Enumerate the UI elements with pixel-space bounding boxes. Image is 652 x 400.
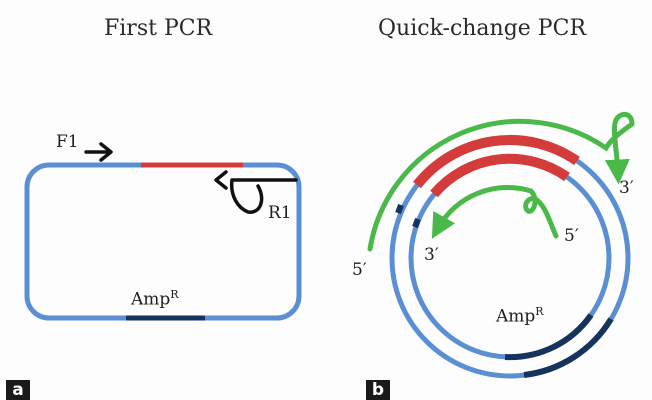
- inner-3-prime-label: 3′: [424, 245, 439, 265]
- outer-primer-arrow: [367, 112, 635, 252]
- ampr-label-b: AmpR: [496, 306, 544, 326]
- ampr-label-a: AmpR: [131, 289, 179, 309]
- ampr-name-b: Amp: [496, 306, 536, 327]
- inner-5-prime-label: 5′: [564, 226, 579, 246]
- outer-mark: [395, 203, 404, 215]
- panel-b-tag: b: [366, 380, 390, 400]
- outer-5-prime-label: 5′: [352, 260, 367, 280]
- panel-a-title: First PCR: [104, 16, 213, 41]
- ampr-name: Amp: [131, 289, 171, 310]
- panel-b-title: Quick-change PCR: [378, 16, 587, 41]
- panel-b-diagram: [367, 112, 635, 379]
- inner-mark: [412, 217, 421, 229]
- ampr-superscript-b: R: [535, 305, 544, 318]
- outer-ampr-region: [523, 317, 614, 378]
- inner-ampr-region: [504, 313, 594, 361]
- panel-a-tag: a: [6, 380, 30, 400]
- forward-primer-label: F1: [56, 132, 79, 152]
- reverse-primer-label: R1: [268, 203, 292, 223]
- outer-insert-region: [413, 134, 580, 189]
- inner-insert-region: [430, 153, 570, 198]
- inner-primer-arrow: [431, 185, 559, 239]
- forward-primer-arrow-icon: [84, 142, 113, 162]
- outer-3-prime-label: 3′: [619, 178, 634, 198]
- reverse-primer-arrow-icon: [214, 170, 298, 214]
- ampr-superscript: R: [170, 288, 179, 301]
- panel-a-diagram: [24, 142, 302, 321]
